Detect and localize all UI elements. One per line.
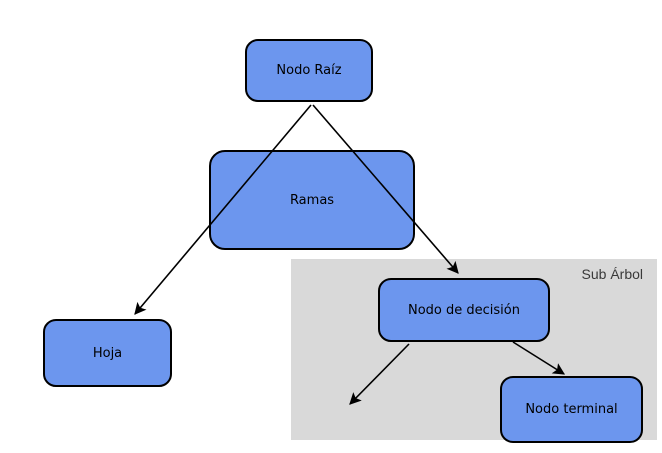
node-branches: Ramas (209, 150, 415, 250)
node-branches-label: Ramas (289, 192, 335, 208)
subtree-region-label: Sub Árbol (581, 266, 643, 282)
node-root-label: Nodo Raíz (276, 63, 342, 78)
node-decision-label: Nodo de decisión (408, 302, 520, 318)
node-leaf: Hoja (43, 319, 172, 387)
node-decision: Nodo de decisión (378, 278, 550, 342)
node-leaf-label: Hoja (92, 345, 123, 361)
node-root: Nodo Raíz (245, 39, 373, 102)
node-terminal-label: Nodo terminal (525, 402, 618, 417)
node-terminal: Nodo terminal (500, 376, 643, 443)
